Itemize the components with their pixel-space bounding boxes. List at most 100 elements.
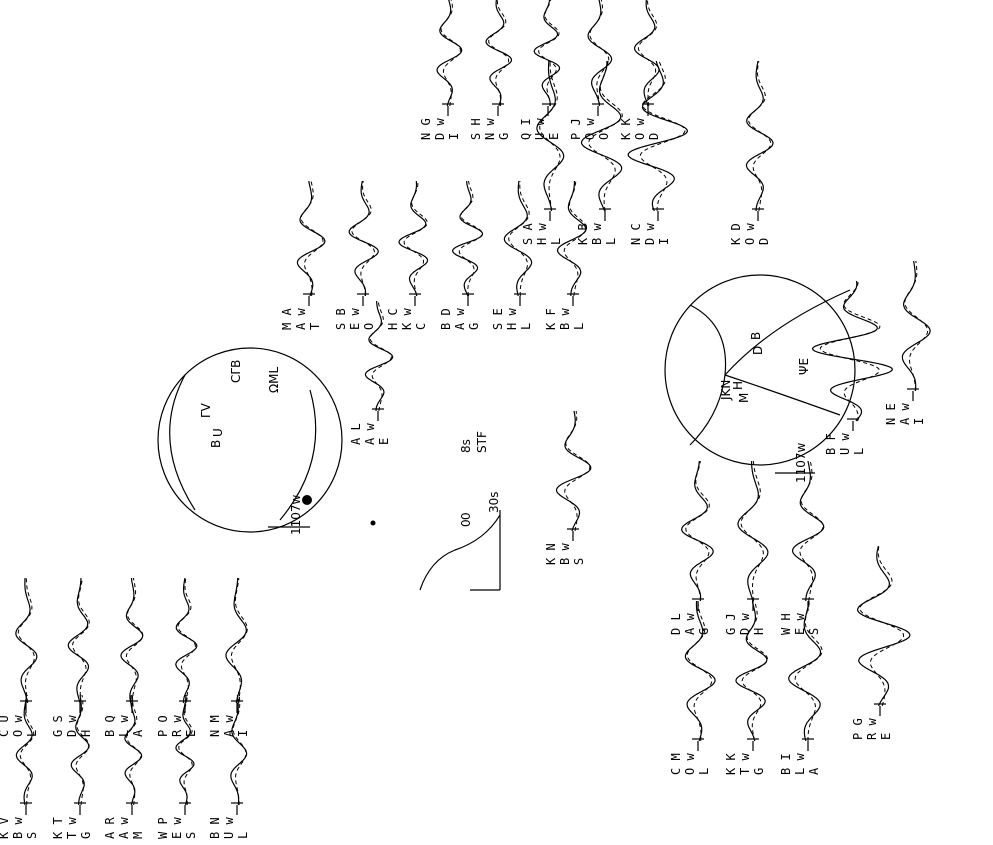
stf-curve	[419, 514, 501, 591]
station-code-line: G	[467, 323, 481, 330]
station-code-line: O w	[683, 753, 697, 775]
synthetic-trace	[639, 60, 686, 211]
station-code-line: A	[131, 729, 145, 737]
synthetic-trace	[748, 60, 772, 212]
synthetic-trace	[488, 0, 510, 107]
station-code-line: D w	[65, 715, 79, 737]
station-code-line: E	[184, 730, 198, 737]
station-code-line: B Q	[103, 715, 117, 737]
station-code-line: S H	[469, 118, 483, 140]
mechanism-station-label: CΓB	[229, 360, 243, 383]
station-code-line: A R	[103, 817, 117, 839]
station-code-line: L	[236, 832, 250, 839]
mechanism-station-label: U	[211, 428, 225, 437]
station-code-line: R w	[865, 718, 879, 740]
observed-trace	[348, 180, 379, 297]
station-code-line: K w	[400, 308, 414, 330]
observed-trace	[856, 545, 911, 707]
observed-trace	[580, 60, 623, 212]
synthetic-trace	[125, 577, 144, 703]
observed-trace	[557, 181, 587, 296]
station-code-line: D	[647, 133, 661, 140]
station-code-line: S E	[491, 308, 505, 330]
station-code-line: L	[697, 768, 711, 775]
station-code-line: G J	[724, 613, 738, 635]
station-code-line: N M	[208, 715, 222, 737]
observed-trace	[811, 280, 893, 422]
observed-trace	[737, 461, 769, 602]
station-code-line: L	[604, 238, 618, 245]
station-code-line: A w	[683, 613, 697, 635]
synthetic-trace	[508, 181, 530, 296]
synthetic-trace	[859, 545, 905, 707]
station-code-line: W P	[156, 817, 170, 839]
station-code-line: K D	[729, 223, 743, 245]
station-code-line: L	[549, 238, 563, 245]
mechanism-station-label: H	[731, 381, 745, 390]
observed-trace	[398, 180, 429, 297]
station-code-line: O	[597, 133, 611, 140]
stf-tick-label: 0	[459, 512, 473, 520]
station-code-line: B w	[11, 817, 25, 839]
station-code-line: K K	[619, 118, 633, 140]
observed-trace	[225, 578, 247, 704]
observed-trace	[745, 60, 774, 211]
observed-trace	[175, 695, 195, 806]
scale-label: 1107w	[289, 494, 303, 535]
station-code-line: G S	[51, 715, 65, 737]
station-code-line: E	[377, 438, 391, 445]
station-code-line: O	[362, 323, 376, 330]
station-code-line: A w	[294, 308, 308, 330]
observed-trace	[451, 181, 484, 297]
stf-tick-label: 8s	[459, 439, 473, 453]
synthetic-trace	[369, 301, 392, 412]
station-code-line: I	[236, 730, 250, 737]
station-code-line: G	[497, 133, 511, 140]
synthetic-trace	[177, 577, 196, 704]
station-code-line: N C	[629, 223, 643, 245]
mechanism-sphere	[664, 274, 856, 466]
panel-1: K VB wSK TT wGA RA wMW PE wSB NU wLC UO …	[0, 0, 661, 839]
station-code-line: P G	[851, 718, 865, 740]
station-code-line: E w	[170, 817, 184, 839]
station-code-line: I	[447, 133, 461, 140]
synthetic-trace	[126, 695, 142, 806]
observed-trace	[485, 0, 513, 107]
mechanism-station-label: D	[751, 346, 765, 355]
synthetic-trace	[588, 60, 623, 212]
station-code-line: S A	[521, 223, 535, 245]
synthetic-trace	[741, 600, 769, 742]
synthetic-trace	[637, 0, 658, 107]
station-code-line: B w	[558, 308, 572, 330]
station-code-line: A L	[349, 423, 363, 445]
observed-trace	[15, 577, 38, 703]
station-code-line: U w	[222, 817, 236, 839]
